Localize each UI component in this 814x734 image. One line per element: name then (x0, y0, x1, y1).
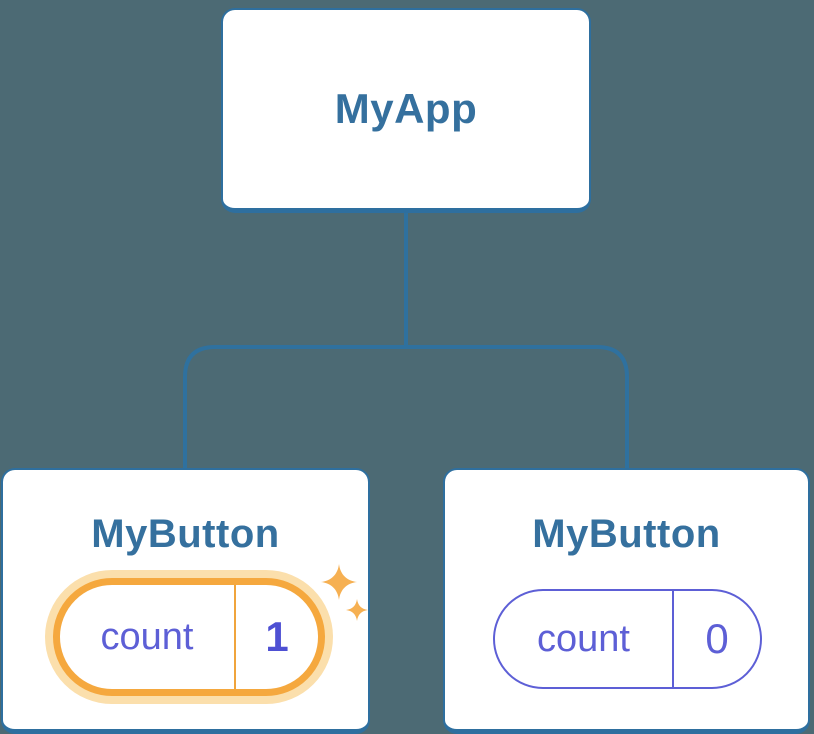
child-node-label: MyButton (91, 512, 280, 556)
sparkle-large-icon (321, 564, 357, 600)
state-pill-plain: count 0 (493, 589, 762, 689)
state-value: 1 (265, 613, 289, 660)
child-node-card-left: MyButton count 1 (1, 468, 370, 734)
state-value: 0 (705, 615, 729, 662)
branch-to-children-line (183, 345, 629, 470)
root-node-label: MyApp (334, 85, 478, 132)
child-node-label: MyButton (532, 512, 721, 556)
sparkle-small-icon (346, 599, 368, 621)
state-key-label: count (100, 615, 194, 658)
state-key-label: count (537, 617, 630, 660)
child-node-card-right: MyButton count 0 (443, 468, 810, 734)
state-pill-highlighted: count 1 (53, 578, 325, 696)
root-node-card: MyApp (221, 8, 591, 213)
state-pill-divider (234, 585, 236, 689)
state-pill-divider (672, 591, 674, 687)
